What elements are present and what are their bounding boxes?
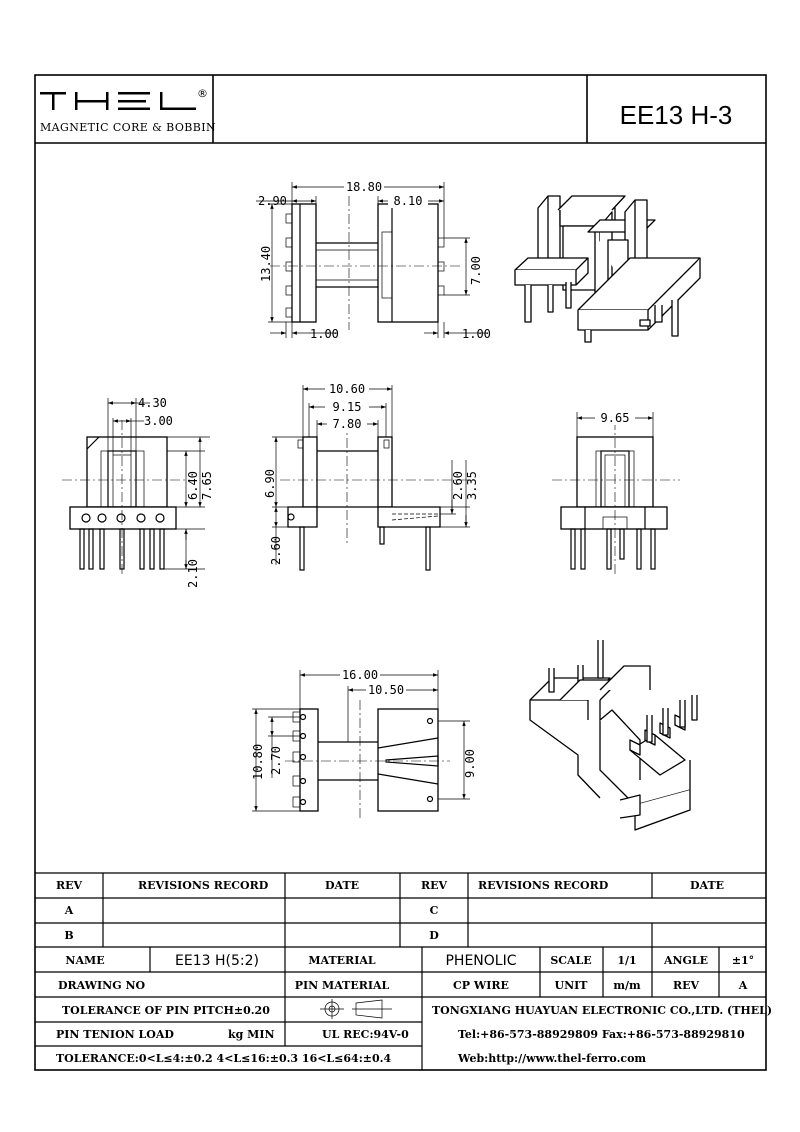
tb-date-header-2: DATE [690,879,724,892]
dim-top-right-height: 7.00 [469,256,483,285]
tb-ul-rec: UL REC:94V-0 [322,1028,409,1041]
dim-bottom-width-1: 16.00 [342,668,378,682]
tb-tel: Tel:+86-573-88929809 Fax:+86-573-8892981… [458,1028,745,1041]
left-side-dimensions: 4.30 3.00 6.40 7.65 2.10 [107,396,214,588]
dim-middle-width-2: 9.15 [333,400,362,414]
tb-date-header: DATE [325,879,359,892]
dim-left-height-2: 7.65 [200,471,214,500]
tb-angle-value: ±1° [732,954,754,967]
tb-web: Web:http://www.thel-ferro.com [457,1052,646,1065]
tb-drawing-no-label: DRAWING NO [58,979,145,992]
tb-name-value: EE13 H(5:2) [175,953,259,969]
bottom-view-dimensions: 16.00 10.50 10.80 2.70 9.00 [251,668,477,812]
dim-bottom-height-1: 10.80 [251,744,265,780]
tb-rev-d: D [429,929,439,942]
tb-unit-value: m/m [613,979,641,992]
dim-bottom-height-2: 2.70 [269,746,283,775]
dim-middle-height-3: 2.60 [451,471,465,500]
dim-left-width-2: 3.00 [144,414,173,428]
logo-subtitle: MAGNETIC CORE & BOBBIN [40,121,216,134]
right-side-view [552,420,680,575]
dim-middle-height-4: 3.35 [465,471,479,500]
tb-scale-label: SCALE [550,954,591,967]
drawing-frame [34,74,767,1071]
top-view-dimensions: 18.80 2.90 8.10 13.40 7.00 1.00 1.00 [256,180,491,341]
dim-top-right: 8.10 [394,194,423,208]
tb-rev-header: REV [56,879,83,892]
top-view [270,196,460,330]
tb-rev-value: A [738,979,748,992]
tb-tolerance-pitch: TOLERANCE OF PIN PITCH±0.20 [62,1004,270,1017]
tb-material-value: PHENOLIC [445,953,516,969]
dim-middle-height-1: 6.90 [263,469,277,498]
dim-right-width: 9.65 [601,411,630,425]
tb-pin-tension-unit: kg MIN [228,1028,275,1041]
dim-middle-height-2: 2.60 [269,536,283,565]
dim-top-left: 2.90 [258,194,287,208]
projection-symbol-icon [320,999,392,1019]
dim-left-width-1: 4.30 [138,396,167,410]
right-side-dimensions: 9.65 [576,411,654,437]
tb-rev-label: REV [673,979,700,992]
tb-rev-c: C [430,904,439,917]
dim-bottom-height-3: 9.00 [463,749,477,778]
middle-front-view [280,420,470,571]
tb-angle-label: ANGLE [663,954,708,967]
bottom-view [285,700,450,820]
dim-middle-width-1: 10.60 [329,382,365,396]
tb-scale-value: 1/1 [617,954,636,967]
tb-unit-label: UNIT [555,979,589,992]
tb-material-label: MATERIAL [308,954,376,967]
tb-pin-material-label: PIN MATERIAL [295,979,390,992]
isometric-view-bottom [529,640,698,831]
tb-revisions-header: REVISIONS RECORD [138,879,269,892]
tb-rev-a: A [64,904,74,917]
tb-revisions-header-2: REVISIONS RECORD [478,879,609,892]
dim-left-height-1: 6.40 [186,471,200,500]
left-side-view [62,420,190,575]
dim-bottom-width-2: 10.50 [368,683,404,697]
dim-top-left-thickness: 1.00 [310,327,339,341]
tb-pin-tension-label: PIN TENION LOAD [56,1028,174,1041]
dim-top-overall: 18.80 [346,180,382,194]
tb-company: TONGXIANG HUAYUAN ELECTRONIC CO.,LTD. (T… [432,1004,772,1017]
tb-name-label: NAME [65,954,104,967]
dim-top-right-thickness: 1.00 [462,327,491,341]
thel-logo: ® MAGNETIC CORE & BOBBIN [40,87,216,134]
tb-pin-material-value: CP WIRE [453,979,509,992]
isometric-view-top [514,195,701,343]
dim-middle-width-3: 7.80 [333,417,362,431]
middle-front-dimensions: 10.60 9.15 7.80 6.90 2.60 2.60 3.35 [263,382,479,565]
dim-left-pin: 2.10 [186,559,200,588]
part-title: EE13 H-3 [620,100,733,130]
registered-mark: ® [197,87,208,100]
title-block: REV REVISIONS RECORD DATE REV REVISIONS … [35,872,772,1070]
tb-rev-header-2: REV [421,879,448,892]
tb-rev-b: B [64,929,73,942]
tb-tolerance: TOLERANCE:0<L≤4:±0.2 4<L≤16:±0.3 16<L≤64… [56,1052,391,1065]
dim-top-height: 13.40 [259,246,273,282]
